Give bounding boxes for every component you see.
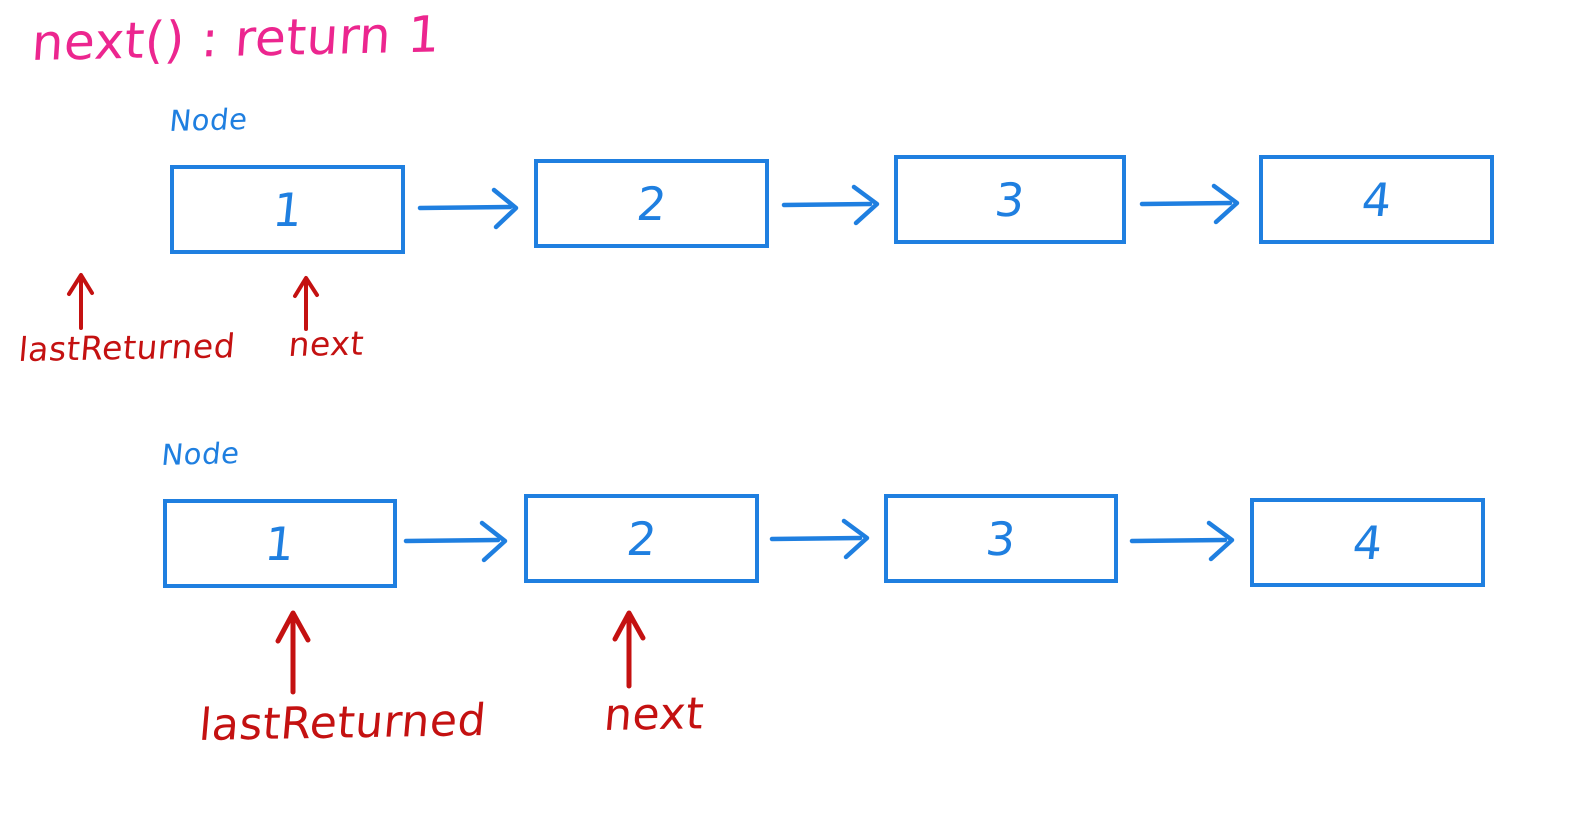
pointer-arrow-up-icon-before-next [293,276,319,331]
pointer-arrow-up-icon-after-next [612,610,646,689]
node-box-after-3[interactable] [1250,498,1485,587]
node-box-after-0[interactable] [163,499,397,588]
link-arrow-right-icon-after-0 [403,520,508,563]
node-label-row-after: Node [160,435,242,472]
pointer-label-after-next: next [602,688,707,741]
link-arrow-right-icon-before-0 [417,187,519,230]
pointer-label-before-lastreturned: lastReturned [17,326,238,369]
node-box-before-3[interactable] [1259,155,1494,244]
link-arrow-right-icon-before-1 [781,184,880,226]
pointer-arrow-up-icon-before-lastreturned [67,273,94,330]
pointer-label-before-next: next [287,323,366,364]
node-box-before-0[interactable] [170,165,405,254]
pointer-label-after-lastreturned: lastReturned [197,695,489,751]
node-box-before-2[interactable] [894,155,1126,244]
node-box-before-1[interactable] [534,159,769,248]
link-arrow-right-icon-after-1 [769,518,870,560]
page-title: next() : return 1 [30,5,443,73]
pointer-arrow-up-icon-after-lastreturned [275,610,311,695]
link-arrow-right-icon-before-2 [1139,183,1240,225]
link-arrow-right-icon-after-2 [1129,520,1235,562]
node-box-after-2[interactable] [884,494,1118,583]
node-box-after-1[interactable] [524,494,759,583]
node-label-row-before: Node [168,101,250,138]
